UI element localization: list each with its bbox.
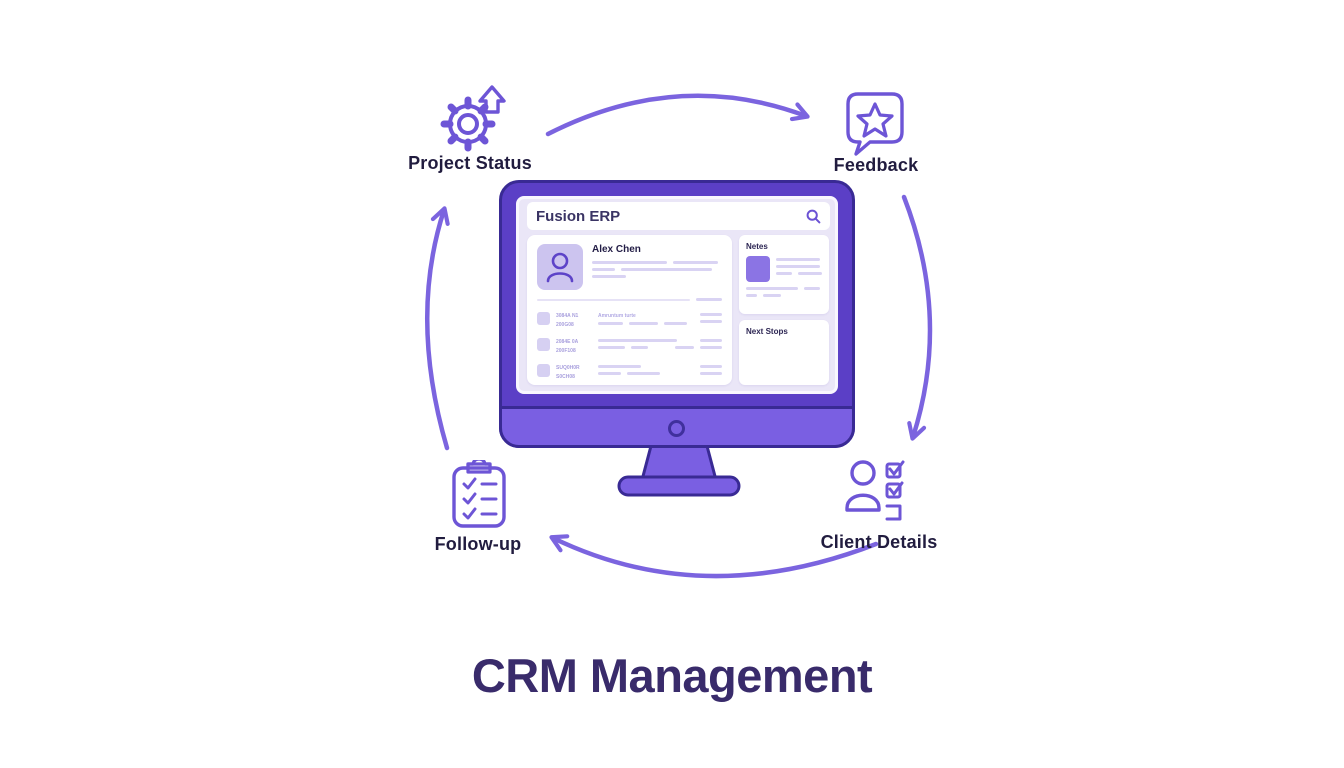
row-detail: [598, 338, 694, 353]
placeholder-bar: [776, 272, 792, 275]
placeholder-bar: [598, 365, 642, 368]
placeholder-bar: [592, 261, 668, 264]
clipboard-checklist-icon: [452, 460, 506, 528]
placeholder-bar: [598, 322, 623, 325]
monitor-chin: [499, 406, 855, 448]
row-detail: [598, 364, 694, 379]
arrow-project-status-to-feedback: [545, 93, 810, 137]
notes-title: Netes: [746, 242, 768, 251]
row-meta: [700, 312, 722, 323]
placeholder-bar: [700, 346, 722, 349]
placeholder-bar: [803, 287, 821, 290]
person-icon: [546, 252, 574, 283]
monitor-stand: [617, 444, 741, 497]
arrow-feedback-to-client-details: [901, 194, 933, 441]
placeholder-bar: [700, 372, 722, 375]
placeholder-bar: [598, 346, 625, 349]
record-row[interactable]: SUQ0H0R S0CH08: [537, 364, 722, 381]
placeholder-bar: [746, 294, 757, 297]
row-code: 3084A N1 200G08: [556, 313, 579, 328]
placeholder-bar: [663, 322, 687, 325]
notes-thumbnail: [746, 256, 770, 282]
node-label-client-details: Client Details: [820, 532, 938, 552]
node-label-project-status: Project Status: [408, 153, 532, 173]
placeholder-bar: [700, 339, 722, 342]
placeholder-bar: [592, 275, 626, 278]
placeholder-bar: [628, 322, 658, 325]
placeholder-bar: [621, 268, 713, 271]
person-checklist-icon: [845, 460, 905, 521]
node-label-follow-up: Follow-up: [434, 534, 522, 554]
gear-up-arrow-icon: [440, 85, 506, 152]
placeholder-bar: [598, 339, 677, 342]
placeholder-bar: [627, 372, 660, 375]
contact-summary: Alex Chen: [592, 244, 722, 290]
record-row[interactable]: 2084E 0A 200F108: [537, 338, 722, 355]
search-icon[interactable]: [806, 209, 821, 224]
placeholder-bar: [700, 365, 722, 368]
placeholder-bar: [696, 298, 722, 301]
row-meta: [700, 364, 722, 375]
page-title: CRM Management: [471, 649, 873, 702]
app-name: Fusion ERP: [536, 207, 621, 225]
divider: [527, 296, 732, 305]
row-meta: [700, 338, 722, 349]
placeholder-bar: [700, 320, 722, 323]
placeholder-bar: [630, 346, 649, 349]
next-steps-card[interactable]: Next Stops: [739, 320, 829, 385]
notes-card[interactable]: Netes: [739, 235, 829, 314]
contact-header: Alex Chen: [527, 235, 732, 296]
record-row[interactable]: 3084A N1 200G08 Amruntum turte: [537, 312, 722, 329]
placeholder-bar: [776, 258, 821, 261]
side-column: Netes Next Stops: [739, 235, 829, 385]
arrow-follow-up-to-project-status: [425, 206, 450, 451]
notes-body: [746, 256, 822, 282]
row-thumbnail: [537, 338, 550, 351]
row-detail: Amruntum turte: [598, 312, 694, 329]
notes-lines: [776, 256, 822, 282]
row-thumbnail: [537, 312, 550, 325]
row-thumbnail: [537, 364, 550, 377]
placeholder-bar: [700, 313, 722, 316]
monitor-screen: Fusion ERP: [516, 196, 838, 394]
row-code: SUQ0H0R S0CH08: [556, 365, 580, 380]
app-search-bar[interactable]: Fusion ERP: [527, 202, 830, 230]
row-note: Amruntum turte: [598, 313, 636, 319]
placeholder-bar: [762, 294, 781, 297]
divider-line: [537, 298, 690, 301]
monitor: Fusion ERP: [499, 180, 855, 448]
placeholder-bar: [592, 268, 616, 271]
placeholder-bar: [673, 261, 718, 264]
contact-card[interactable]: Alex Chen 3084A N1 200G08 Am: [527, 235, 732, 385]
row-code: 2084E 0A 200F108: [556, 339, 579, 354]
record-list: 3084A N1 200G08 Amruntum turte 2084E 0A …: [527, 305, 732, 381]
placeholder-bar: [674, 346, 694, 349]
avatar: [537, 244, 583, 290]
node-label-feedback: Feedback: [833, 155, 919, 175]
camera-dot-icon: [668, 420, 685, 437]
placeholder-bar: [797, 272, 822, 275]
placeholder-bar: [746, 287, 798, 290]
contact-name: Alex Chen: [592, 244, 641, 255]
placeholder-bar: [598, 372, 622, 375]
speech-bubble-star-icon: [846, 92, 904, 156]
placeholder-bar: [776, 265, 821, 268]
next-steps-title: Next Stops: [746, 327, 788, 336]
